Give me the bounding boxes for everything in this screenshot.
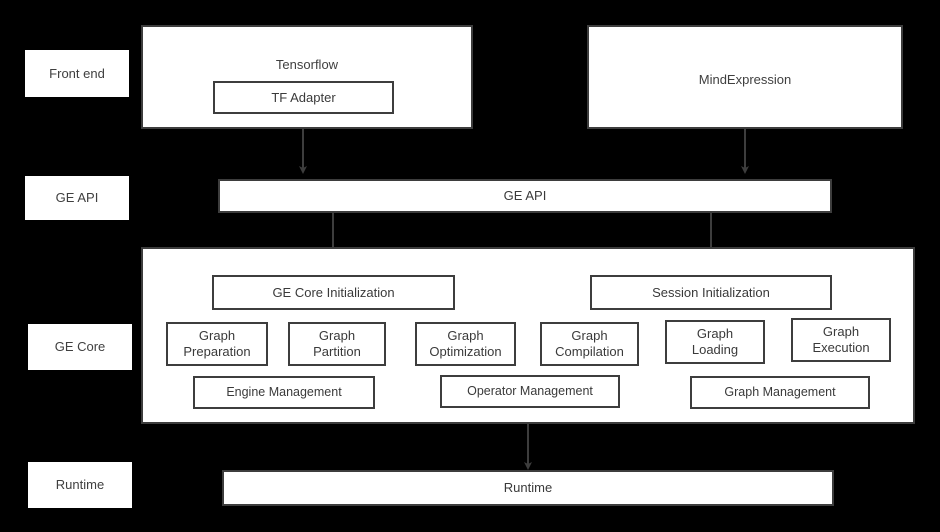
- ge-core-initialization-box[interactable]: GE Core Initialization: [212, 275, 455, 310]
- ge-api-bar[interactable]: GE API: [218, 179, 832, 213]
- operator-management-box[interactable]: Operator Management: [440, 375, 620, 408]
- session-initialization-box[interactable]: Session Initialization: [590, 275, 832, 310]
- graph-loading-box[interactable]: Graph Loading: [665, 320, 765, 364]
- graph-management-box[interactable]: Graph Management: [690, 376, 870, 409]
- graph-preparation-box[interactable]: Graph Preparation: [166, 322, 268, 366]
- layer-label-ge-api: GE API: [25, 176, 129, 220]
- mindexpression-title: MindExpression: [698, 72, 792, 87]
- tensorflow-title: Tensorflow: [275, 57, 339, 72]
- layer-label-runtime: Runtime: [28, 462, 132, 508]
- graph-partition-box[interactable]: Graph Partition: [288, 322, 386, 366]
- graph-compilation-box[interactable]: Graph Compilation: [540, 322, 639, 366]
- engine-management-box[interactable]: Engine Management: [193, 376, 375, 409]
- layer-label-ge-core: GE Core: [28, 324, 132, 370]
- runtime-bar[interactable]: Runtime: [222, 470, 834, 506]
- graph-execution-box[interactable]: Graph Execution: [791, 318, 891, 362]
- graph-optimization-box[interactable]: Graph Optimization: [415, 322, 516, 366]
- layer-label-front-end: Front end: [25, 50, 129, 97]
- mindexpression-container: MindExpression: [587, 25, 903, 129]
- tf-adapter-box[interactable]: TF Adapter: [213, 81, 394, 114]
